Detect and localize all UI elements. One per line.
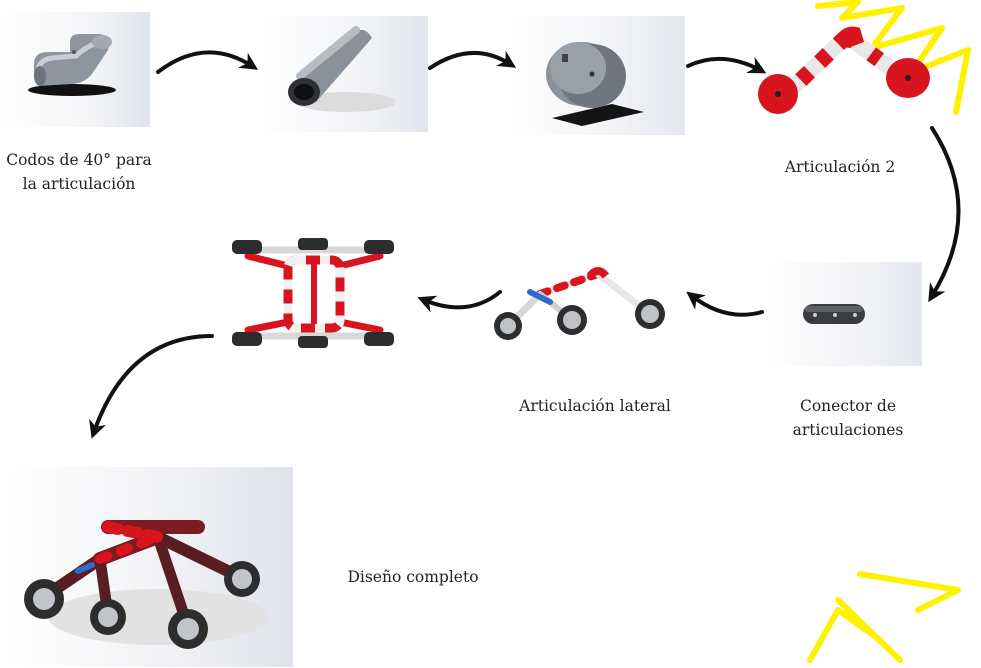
step-panel-vista-superior	[228, 236, 400, 352]
step-panel-articulacion-lateral	[488, 262, 670, 347]
arrow-codo-to-tubo	[156, 50, 259, 74]
step-label-diseno-completo: Diseño completo	[347, 568, 479, 586]
step-label-articulacion-2: Articulación 2	[784, 158, 896, 176]
step-panel-articulacion-2	[752, 14, 942, 124]
arrow-rueda-to-articulacion-2	[686, 56, 767, 74]
step-panel-codo	[0, 12, 150, 127]
tube-image	[288, 26, 396, 112]
step-label-conector: Conector de articulaciones	[792, 397, 904, 440]
arrow-conector-to-articulacion-lateral	[686, 291, 764, 317]
step-panel-diseno-completo	[8, 467, 293, 667]
step-label-articulacion-lateral: Articulación lateral	[519, 397, 671, 415]
wheel-hub-image	[546, 42, 644, 126]
lateral-joint-image	[494, 267, 665, 340]
step-label-codo: Codos de 40° para la articulación	[6, 151, 152, 194]
top-view-image	[232, 238, 394, 348]
joint-2-image	[758, 26, 930, 114]
arrow-articulacion-2-to-conector	[928, 126, 961, 303]
step-panel-tubo	[260, 16, 428, 132]
elbow-fitting-image	[28, 34, 116, 96]
step-panel-rueda	[512, 16, 685, 135]
complete-design-image	[24, 520, 268, 649]
arrow-vista-superior-to-diseno-completo	[89, 334, 214, 439]
step-panel-conector	[765, 262, 922, 366]
connector-image	[803, 304, 865, 324]
arrow-tubo-to-rueda	[428, 50, 517, 70]
